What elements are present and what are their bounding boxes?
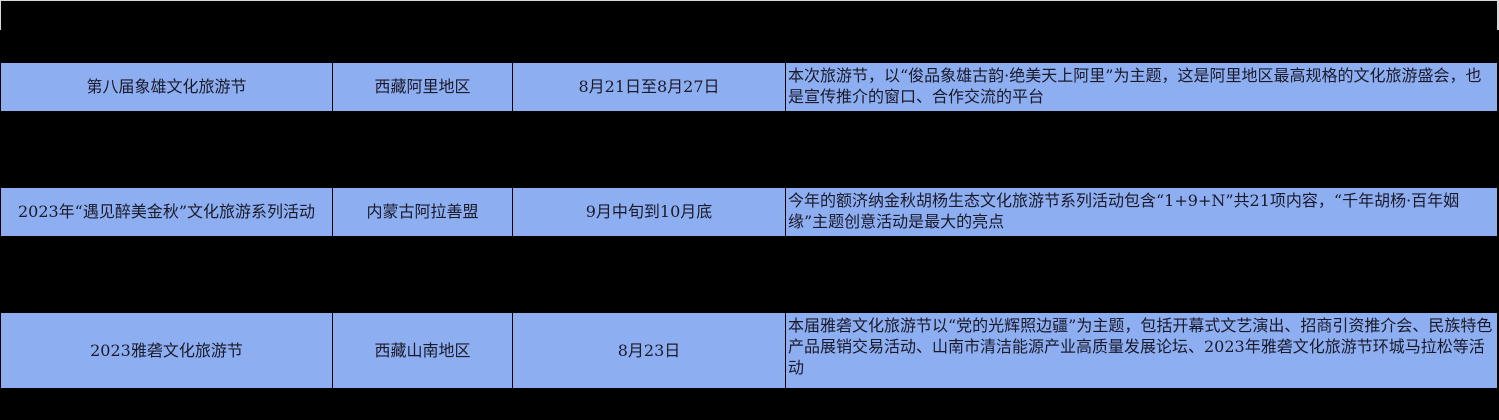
event-date-cell: 8月21日至8月27日 <box>513 63 786 111</box>
event-name-cell: 第八届象雄文化旅游节 <box>1 63 333 111</box>
right-edge <box>1497 0 1499 30</box>
event-location-cell: 内蒙古阿拉善盟 <box>333 188 513 236</box>
top-border <box>0 0 1499 1</box>
event-description-cell: 本届雅砻文化旅游节以“党的光辉照边疆”为主题，包括开幕式文艺演出、招商引资推介会… <box>788 316 1493 377</box>
table-row: 2023年“遇见醉美金秋”文化旅游系列活动 内蒙古阿拉善盟 9月中旬到10月底 … <box>1 188 1497 236</box>
table-row: 2023雅砻文化旅游节 西藏山南地区 8月23日 本届雅砻文化旅游节以“党的光辉… <box>1 313 1497 388</box>
table-row: 第八届象雄文化旅游节 西藏阿里地区 8月21日至8月27日 本次旅游节，以“俊品… <box>1 63 1497 111</box>
left-edge <box>0 0 1 30</box>
event-name-cell: 2023年“遇见醉美金秋”文化旅游系列活动 <box>1 188 333 236</box>
event-name-cell: 2023雅砻文化旅游节 <box>1 313 333 388</box>
event-description-cell: 本次旅游节，以“俊品象雄古韵·绝美天上阿里”为主题，这是阿里地区最高规格的文化旅… <box>788 66 1482 106</box>
event-date-cell: 8月23日 <box>513 313 786 388</box>
event-description-cell: 今年的额济纳金秋胡杨生态文化旅游节系列活动包含“1+9+N”共21项内容，“千年… <box>788 191 1460 231</box>
event-location-cell: 西藏山南地区 <box>333 313 513 388</box>
event-location-cell: 西藏阿里地区 <box>333 63 513 111</box>
event-date-cell: 9月中旬到10月底 <box>513 188 786 236</box>
